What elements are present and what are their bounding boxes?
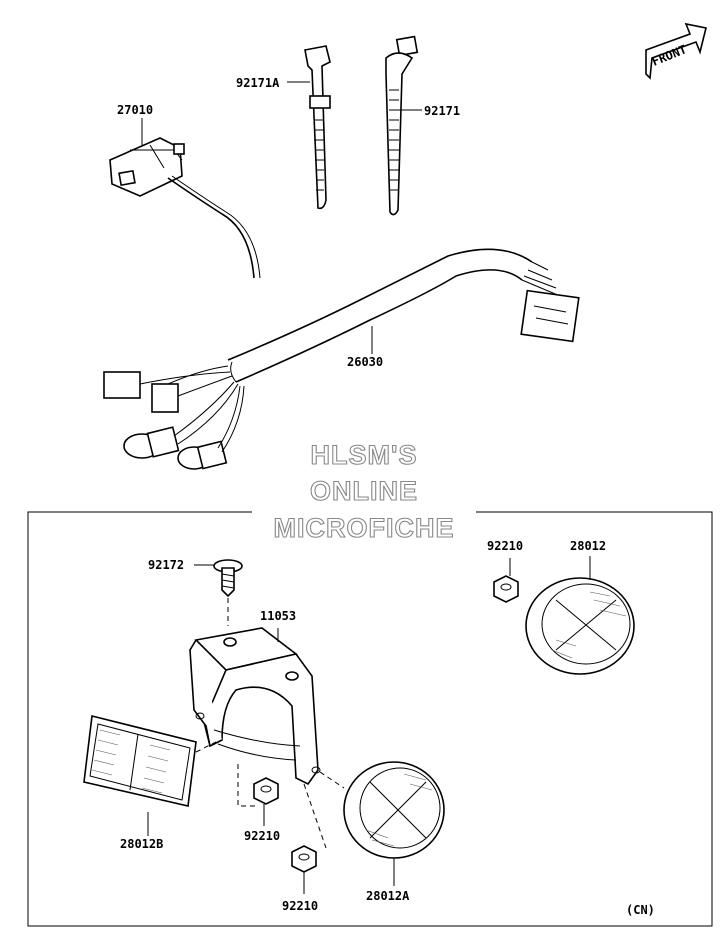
nut-lower-drawing [291,845,317,873]
label-28012b: 28012B [120,837,163,851]
nut-lower-axis [303,783,327,849]
kit-boundary [27,511,713,927]
label-92210-upper: 92210 [487,539,523,553]
screw-drawing [213,559,243,598]
label-92172: 92172 [148,558,184,572]
watermark-line2: ONLINE [310,476,418,506]
round-reflector-drawing [525,577,635,675]
label-27010: 27010 [117,103,153,117]
label-92210-middle: 92210 [244,829,280,843]
reflector-b-axis [195,741,217,753]
label-11053: 11053 [260,609,296,623]
region-code: (CN) [626,903,655,917]
nut-middle-drawing [253,777,279,805]
nut-middle-axis [237,764,258,807]
label-92171: 92171 [424,104,460,118]
rectangular-reflector-drawing [83,715,197,807]
cable-band-a-drawing [304,45,331,210]
reflector-bracket-drawing [189,627,321,786]
wiring-harness-drawing [103,248,580,470]
nut-upper-drawing [493,575,519,603]
watermark-line1: HLSM'S [311,440,418,470]
label-26030: 26030 [347,355,383,369]
reflector-a-axis [319,771,345,789]
label-92171a: 92171A [236,76,280,90]
label-28012: 28012 [570,539,606,553]
watermark-line3: MICROFICHE [274,513,455,543]
switch-drawing [109,137,261,279]
front-arrow-icon: FRONT [645,22,707,80]
cable-band-drawing [385,35,419,216]
watermark: HLSM'S ONLINE MICROFICHE [273,439,455,543]
round-reflector-a-drawing [343,761,445,859]
label-92210-lower: 92210 [282,899,318,913]
label-28012a: 28012A [366,889,410,903]
